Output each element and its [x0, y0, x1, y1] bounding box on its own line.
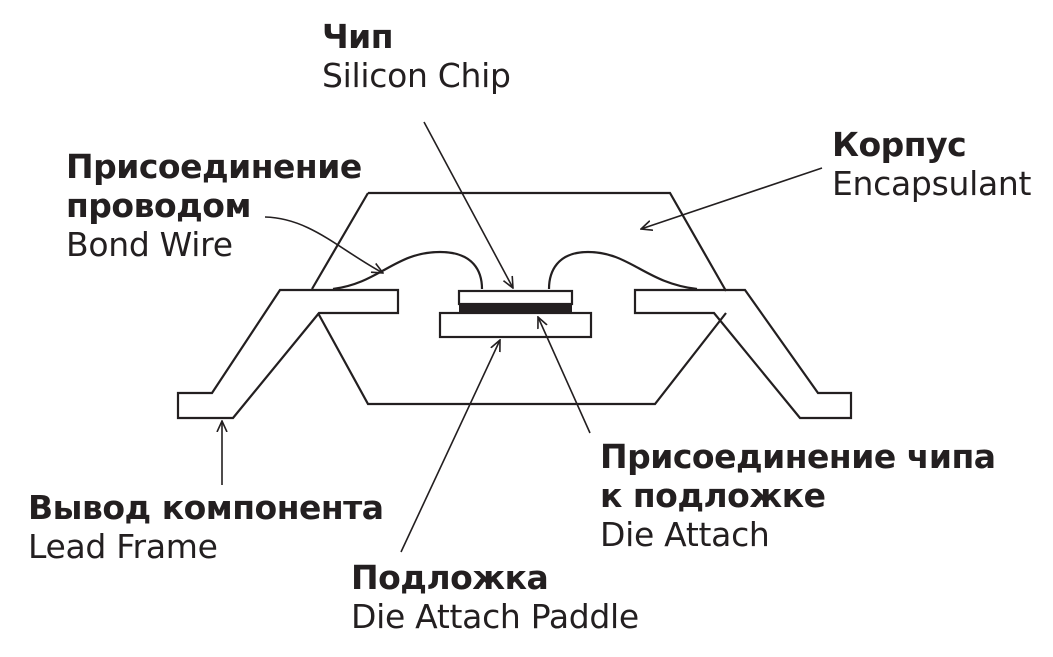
- label-bond-wire-ru-1: Присоединение: [66, 147, 362, 186]
- left-lead-frame: [176, 288, 400, 420]
- label-die-attach-ru-1: Присоединение чипа: [600, 437, 996, 476]
- label-encapsulant-en: Encapsulant: [832, 164, 1032, 203]
- bond-wire-left: [332, 250, 484, 291]
- silicon-chip: [457, 289, 574, 306]
- label-bond-wire: Присоединение проводом Bond Wire: [66, 150, 362, 261]
- label-die-attach-ru-2: к подложке: [600, 476, 826, 515]
- die-attach-paddle: [438, 311, 593, 339]
- label-paddle-ru: Подложка: [351, 558, 549, 597]
- label-die-attach-en: Die Attach: [600, 515, 770, 554]
- label-chip-ru: Чип: [322, 17, 394, 56]
- bond-wire-arrow: [264, 216, 383, 273]
- label-paddle-en: Die Attach Paddle: [351, 597, 639, 636]
- die-attach-arrow: [538, 317, 591, 434]
- encapsulant-body: [311, 191, 727, 406]
- encapsulant-arrow: [641, 167, 823, 229]
- label-encapsulant-ru: Корпус: [832, 125, 967, 164]
- die-attach-layer: [459, 303, 572, 314]
- label-lead-frame: Вывод компонента Lead Frame: [28, 491, 384, 563]
- label-encapsulant: Корпус Encapsulant: [832, 128, 1031, 200]
- label-lead-frame-en: Lead Frame: [28, 527, 218, 566]
- label-paddle: Подложка Die Attach Paddle: [351, 561, 639, 633]
- label-lead-frame-ru: Вывод компонента: [28, 488, 384, 527]
- chip-arrow: [423, 121, 513, 288]
- label-bond-wire-ru-2: проводом: [66, 186, 251, 225]
- right-lead-frame: [633, 288, 853, 420]
- label-bond-wire-en: Bond Wire: [66, 225, 233, 264]
- label-chip: Чип Silicon Chip: [322, 20, 511, 92]
- label-die-attach: Присоединение чипа к подложке Die Attach: [600, 440, 996, 551]
- label-chip-en: Silicon Chip: [322, 56, 511, 95]
- bond-wire-right: [547, 250, 698, 291]
- paddle-arrow: [400, 340, 500, 553]
